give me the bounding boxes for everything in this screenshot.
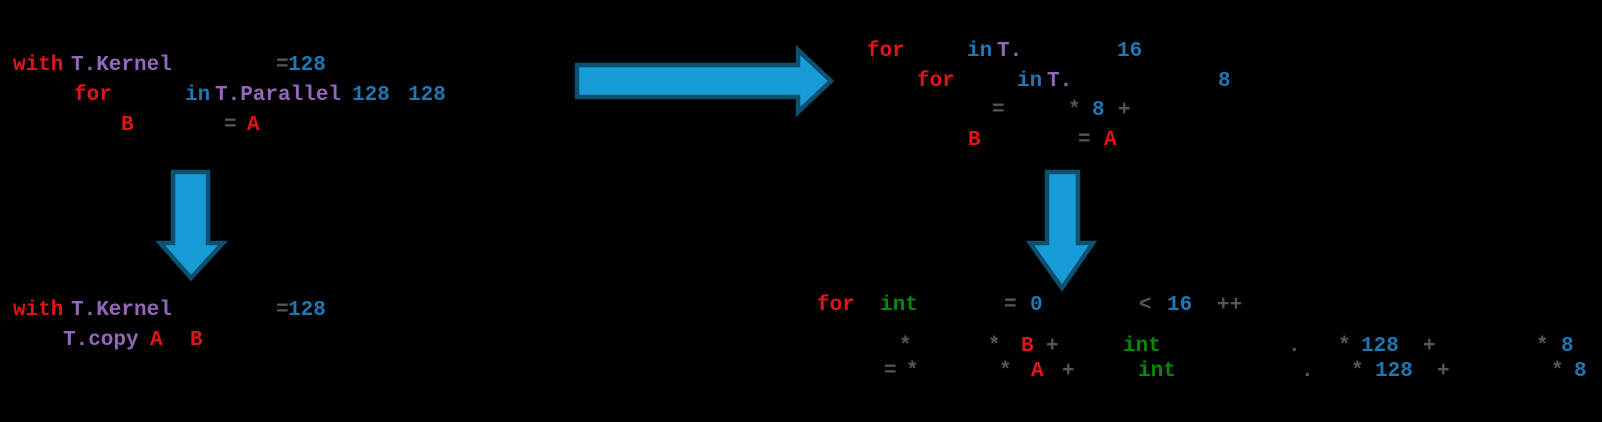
code-token: T. (1047, 70, 1073, 93)
code-token: for (917, 70, 955, 93)
code-token: * (1551, 360, 1564, 383)
code-token: 8 (1561, 335, 1574, 358)
code-token: int (1138, 360, 1176, 383)
code-token: 0 (1030, 294, 1043, 317)
code-token: T.Parallel (215, 84, 342, 107)
code-token: * (899, 335, 912, 358)
code-token: * (988, 335, 1001, 358)
code-token: for (817, 294, 855, 317)
code-token: 8 (1574, 360, 1587, 383)
code-token: B (1021, 335, 1034, 358)
code-token: . (1301, 360, 1314, 383)
code-token: B (968, 129, 981, 152)
code-token: for (867, 40, 905, 63)
code-token: * (1536, 335, 1549, 358)
code-token: in (967, 40, 993, 63)
code-token: = (992, 99, 1005, 122)
code-token: for (74, 84, 112, 107)
code-token: = (884, 360, 897, 383)
code-token: 16 (1167, 294, 1193, 317)
arrow-right-icon (574, 44, 835, 118)
code-token: 16 (1117, 40, 1143, 63)
code-token: 128 (408, 84, 446, 107)
code-token: T.Kernel (71, 299, 172, 322)
code-token: A (1031, 360, 1044, 383)
code-token: int (1123, 335, 1161, 358)
code-token: 8 (1092, 99, 1105, 122)
code-token: * (1338, 335, 1351, 358)
code-token: 128 (288, 299, 326, 322)
code-token: T.copy (63, 329, 139, 352)
code-token: with (13, 54, 64, 77)
code-token: A (247, 114, 260, 137)
code-token: = (276, 299, 289, 322)
code-token: ++ (1217, 294, 1243, 317)
code-token: A (150, 329, 163, 352)
code-token: + (1437, 360, 1450, 383)
code-token: T.Kernel (71, 54, 172, 77)
code-token: A (1104, 129, 1117, 152)
code-token: 128 (288, 54, 326, 77)
code-token: with (13, 299, 64, 322)
code-token: < (1139, 294, 1152, 317)
code-token: + (1062, 360, 1075, 383)
code-token: = (276, 54, 289, 77)
code-token: in (185, 84, 211, 107)
code-token: 128 (1375, 360, 1413, 383)
code-token: + (1118, 99, 1131, 122)
code-token: * (999, 360, 1012, 383)
code-token: 128 (352, 84, 390, 107)
code-token: * (906, 360, 919, 383)
code-token: + (1046, 335, 1059, 358)
code-token: . (1288, 335, 1301, 358)
code-token: 128 (1361, 335, 1399, 358)
code-token: + (1423, 335, 1436, 358)
arrow-down-right-icon (1025, 169, 1098, 292)
arrow-down-left-icon (155, 169, 229, 282)
code-token: = (1004, 294, 1017, 317)
code-token: B (190, 329, 203, 352)
code-token: * (1068, 99, 1081, 122)
code-token: = (1078, 129, 1091, 152)
code-token: int (880, 294, 918, 317)
code-token: 8 (1218, 70, 1231, 93)
code-token: in (1017, 70, 1043, 93)
code-token: T. (997, 40, 1023, 63)
code-token: B (121, 114, 134, 137)
code-token: * (1351, 360, 1364, 383)
code-token: = (224, 114, 237, 137)
